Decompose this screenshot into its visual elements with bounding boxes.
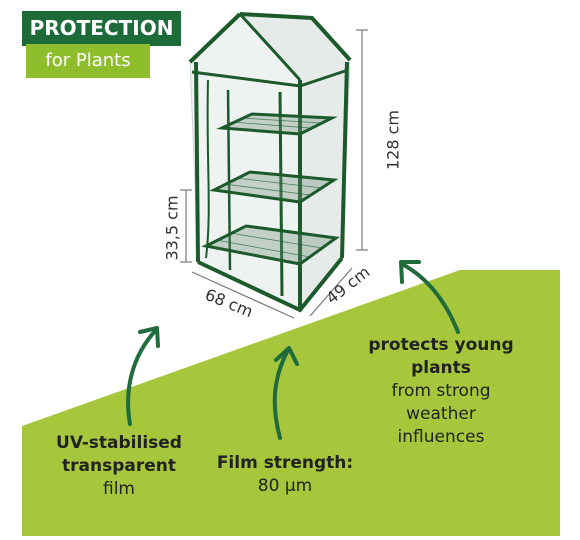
arrow-protect-head [399, 260, 421, 284]
arrow-uv-head [138, 326, 160, 348]
arrow-film-head [274, 346, 299, 366]
feature-uv-body: film [103, 479, 135, 499]
greenhouse-pole-front-left [194, 61, 200, 263]
feature-uv: UV-stabilised transparent film [40, 432, 198, 501]
greenhouse-pole-inner [226, 89, 232, 271]
greenhouse-roof-ridge [238, 12, 302, 82]
feature-film: Film strength: 80 µm [210, 452, 360, 498]
feature-uv-title-1: UV-stabilised [56, 433, 182, 453]
arrow-protect [400, 262, 460, 334]
greenhouse-roof-right [239, 12, 352, 62]
height-dimension-label: 128 cm [383, 109, 403, 171]
arrows [126, 260, 460, 440]
arrow-film [272, 348, 290, 440]
greenhouse-roof-left [188, 12, 242, 64]
greenhouse-pole-back-right [340, 61, 349, 259]
feature-protect-title-1: protects young [368, 335, 514, 355]
feature-protect: protects young plants from strong weathe… [362, 334, 520, 449]
feature-protect-body-3: influences [397, 427, 485, 447]
feature-protect-body-1: from strong [391, 381, 491, 401]
feature-protect-title-2: plants [411, 358, 471, 378]
greenhouse-base [197, 256, 344, 313]
feature-film-body: 80 µm [257, 476, 313, 496]
greenhouse-back-panel [240, 14, 345, 306]
greenhouse-door-seam [205, 79, 210, 259]
greenhouse-illustration [188, 12, 352, 313]
shelf-spacing-dimension-label: 33,5 cm [162, 195, 182, 261]
lime-background-slope [22, 270, 560, 536]
feature-uv-title-2: transparent [62, 456, 176, 476]
shelf-grid-lines [215, 117, 323, 258]
arrow-uv [126, 328, 158, 426]
brand-badge-subtitle: for Plants [26, 44, 150, 78]
feature-film-title: Film strength: [216, 453, 354, 473]
feature-protect-body-2: weather [406, 404, 476, 424]
brand-badge-title: PROTECTION [22, 11, 181, 46]
dimension-lines [180, 29, 368, 319]
